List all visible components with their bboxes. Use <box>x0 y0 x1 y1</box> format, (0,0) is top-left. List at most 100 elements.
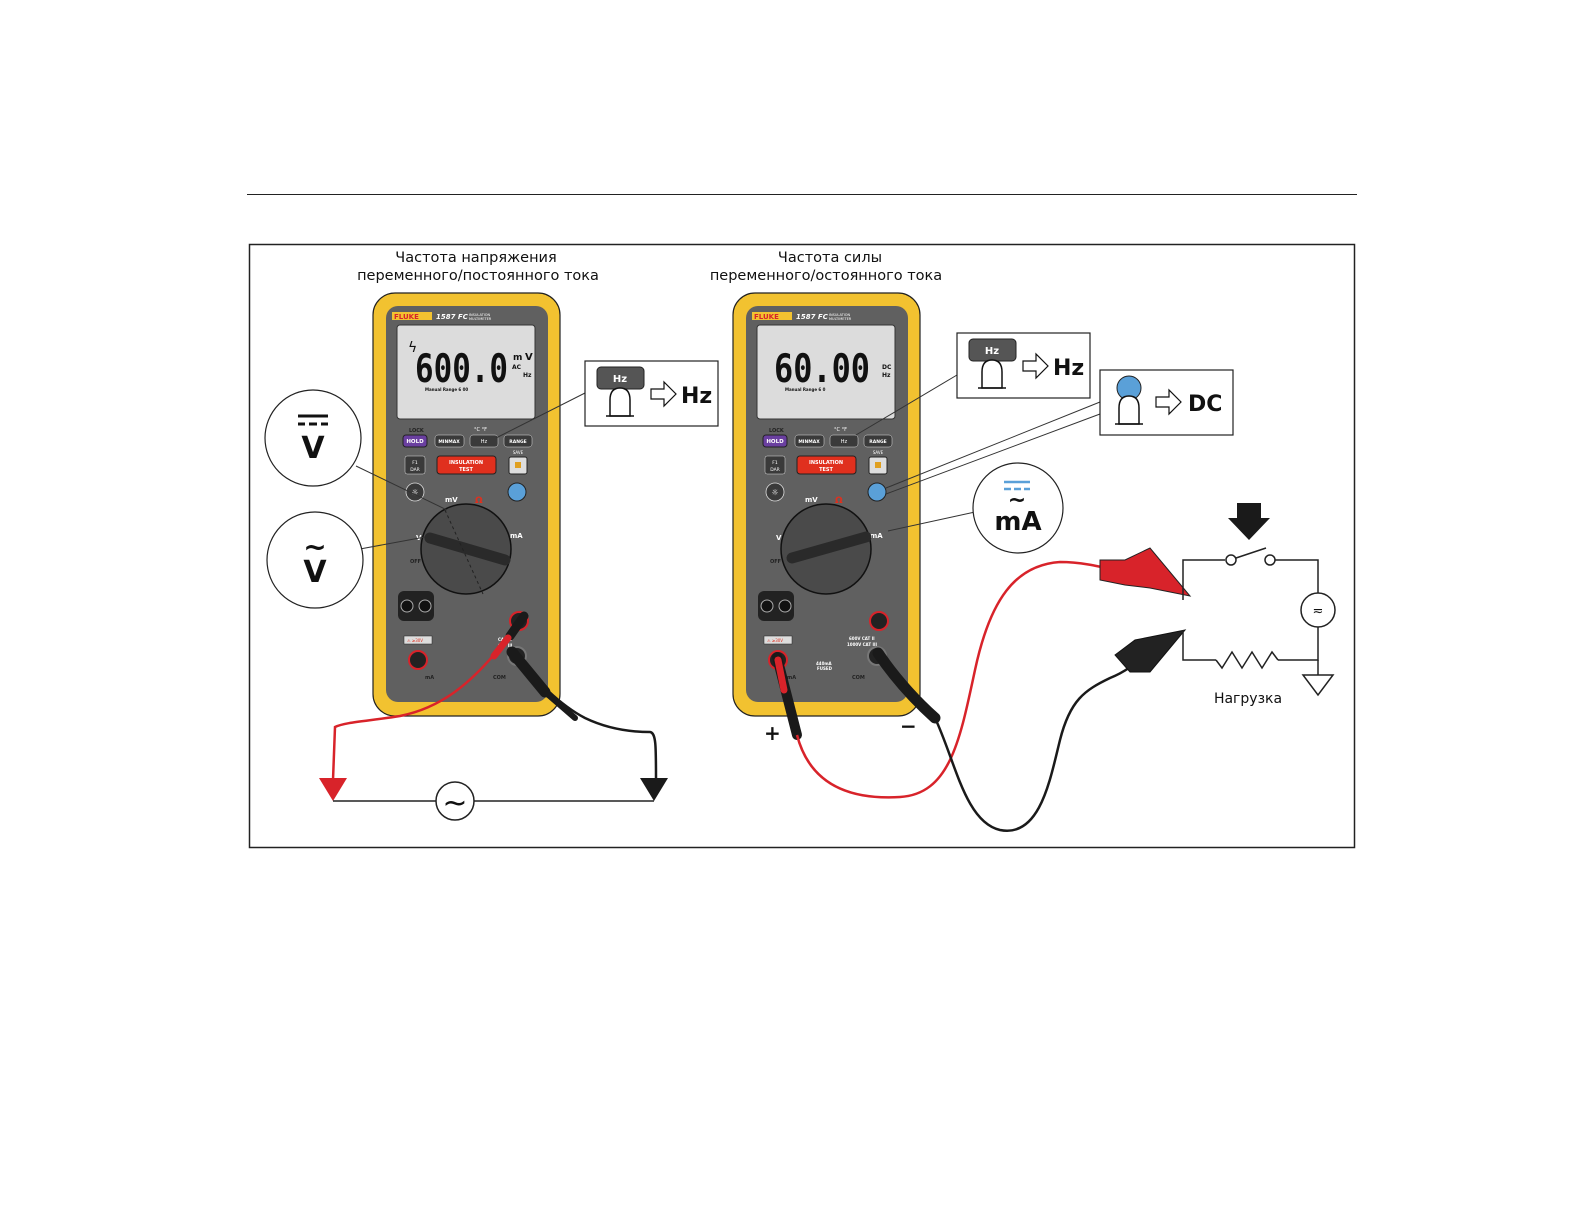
left-backlight-icon: ☼ <box>411 488 418 497</box>
hand-press-icon-3 <box>1118 395 1140 425</box>
left-caption-line-2: переменного/постоянного тока <box>357 268 599 284</box>
right-hz-result: Hz <box>1053 356 1084 381</box>
switch-icon <box>1225 554 1237 566</box>
multimeter-left: FLUKE 1587 FC INSULATION MULTIMETER ϟ 60… <box>372 292 561 717</box>
left-range-button[interactable] <box>503 434 533 448</box>
red-alligator-clip <box>1099 547 1192 597</box>
multimeter-right: FLUKE 1587 FC INSULATION MULTIMETER 60.0… <box>732 292 921 717</box>
left-brand: FLUKE <box>394 313 419 321</box>
left-range-label: RANGE <box>509 439 526 445</box>
right-unit-hz: Hz <box>882 372 891 379</box>
right-dar-jack-1[interactable] <box>760 599 774 613</box>
left-dar-label: DAR <box>410 467 420 473</box>
right-cat-label-2: 1000V CAT III <box>847 642 877 647</box>
ac-source-icon <box>435 781 475 821</box>
left-dial-ohm-label: Ω <box>475 496 483 506</box>
hand-press-icon-2 <box>981 359 1003 389</box>
right-range-button[interactable] <box>863 434 893 448</box>
left-insulation-test-button[interactable] <box>436 455 497 475</box>
left-unit-prefix: m <box>513 353 522 363</box>
right-backlight-button[interactable] <box>765 482 785 502</box>
right-subtitle-1: INSULATION <box>829 313 851 317</box>
left-ma-jack[interactable] <box>408 650 428 670</box>
dc-circuit: ≂ Нагрузка <box>1182 503 1336 707</box>
right-caption-line-2: переменного/остоянного тока <box>710 268 942 284</box>
minus-label: − <box>900 714 917 738</box>
current-source-symbol: ≂ <box>1313 604 1324 619</box>
resistor-icon <box>1215 650 1279 670</box>
left-hz-result: Hz <box>681 384 712 409</box>
right-com-jack-label: COM <box>852 675 865 681</box>
right-v-jack[interactable] <box>869 611 889 631</box>
left-subtitle-1: INSULATION <box>469 313 491 317</box>
right-f1-label: F1 <box>772 460 778 466</box>
ma-callout <box>972 462 1064 554</box>
right-insulation-test-button[interactable] <box>796 455 857 475</box>
arrow-right-icon-3 <box>1155 388 1182 416</box>
left-dar-jack-2[interactable] <box>418 599 432 613</box>
left-f1-button[interactable] <box>404 455 426 475</box>
right-save-label: SAVE <box>873 450 884 455</box>
left-test-leads: ~ <box>319 611 668 821</box>
right-dar-jack-2[interactable] <box>778 599 792 613</box>
right-hz-btn-label: Hz <box>841 439 848 445</box>
right-callouts: Hz Hz DC ~ mA <box>855 332 1234 554</box>
right-fused-label-2: FUSED <box>817 666 833 671</box>
right-f1-button[interactable] <box>764 455 786 475</box>
left-dar-jack-1[interactable] <box>400 599 414 613</box>
left-lock-label: LOCK <box>409 428 425 434</box>
left-dial-mv-label: mV <box>445 496 458 504</box>
right-unit-dc: DC <box>882 364 892 371</box>
left-unit-hz: Hz <box>523 372 532 379</box>
left-dial-pointer <box>424 532 511 566</box>
left-minmax-button[interactable] <box>434 434 465 448</box>
v-dc-symbol: V <box>301 431 325 466</box>
right-dial-mv-label: mV <box>805 496 818 504</box>
right-minmax-button[interactable] <box>794 434 825 448</box>
left-blue-button[interactable] <box>507 482 527 502</box>
left-minmax-label: MINMAX <box>438 439 460 445</box>
plus-label: + <box>764 721 781 745</box>
arrow-right-icon-2 <box>1022 352 1049 380</box>
right-insulation-label-1: INSULATION <box>809 460 843 466</box>
ma-symbol: mA <box>994 507 1041 537</box>
press-arrow-icon <box>1228 503 1270 540</box>
left-insulation-label-2: TEST <box>459 467 473 473</box>
left-save-label: SAVE <box>513 450 524 455</box>
right-test-leads: + − <box>764 547 1192 832</box>
right-ma-jack-label: mA <box>787 675 796 681</box>
right-model: 1587 FC <box>796 313 829 321</box>
left-hz-button[interactable] <box>469 434 499 448</box>
black-alligator-clip <box>1114 629 1187 673</box>
figure-frame <box>248 243 1356 849</box>
right-minmax-label: MINMAX <box>798 439 820 445</box>
right-blue-button[interactable] <box>867 482 887 502</box>
left-hold-button[interactable] <box>402 434 428 448</box>
right-dc-result: DC <box>1188 392 1222 417</box>
right-backlight-icon: ☼ <box>771 488 778 497</box>
left-hz-btn-label: Hz <box>481 439 488 445</box>
left-f1-label: F1 <box>412 460 418 466</box>
left-subtitle-2: MULTIMETER <box>469 317 492 321</box>
left-hz-key-label: Hz <box>613 374 627 385</box>
left-reading: 600.0 <box>415 347 508 392</box>
left-range-text: Manual Range 6 00 <box>425 387 468 392</box>
right-hold-button[interactable] <box>762 434 788 448</box>
right-dial-ma-label: mA <box>870 532 883 540</box>
left-insulation-label-1: INSULATION <box>449 460 483 466</box>
hand-press-icon <box>609 387 631 417</box>
ac-source-symbol: ~ <box>442 786 467 821</box>
right-black-lead <box>933 654 1146 832</box>
right-dial-ohm-label: Ω <box>835 496 843 506</box>
ma-tilde-icon: ~ <box>1008 488 1026 513</box>
right-hz-button[interactable] <box>829 434 859 448</box>
right-dar-label: DAR <box>770 467 780 473</box>
v-ac-symbol: V <box>303 555 327 590</box>
right-dial-pointer <box>786 531 872 564</box>
left-degc-label: °C °F <box>474 427 487 433</box>
right-degc-label: °C °F <box>834 427 847 433</box>
left-hold-label: HOLD <box>406 439 424 445</box>
right-reading: 60.00 <box>774 347 870 392</box>
left-off-label: OFF <box>410 559 421 565</box>
